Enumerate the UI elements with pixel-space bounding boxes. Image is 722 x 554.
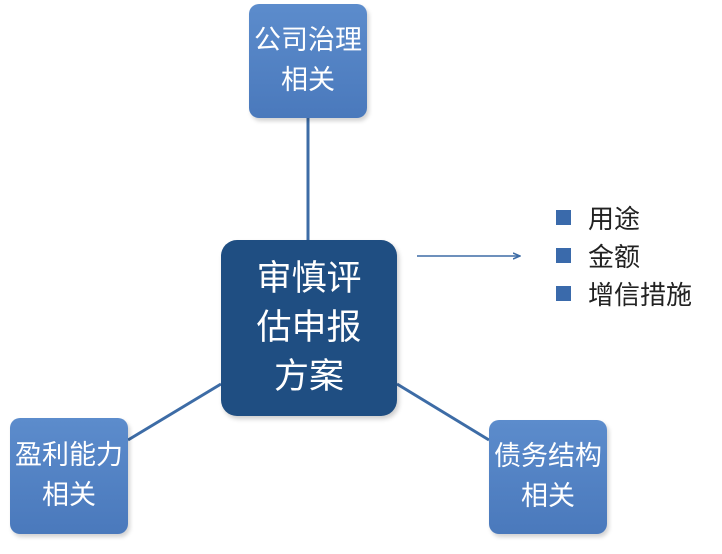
central-proposal-node: 审慎评估申报方案 — [221, 240, 397, 416]
square-bullet-icon — [556, 285, 571, 301]
connector-right — [396, 382, 490, 442]
bullet-item: 增信措施 — [556, 274, 692, 312]
connector-left — [127, 382, 222, 442]
debt-structure-node: 债务结构相关 — [489, 420, 607, 534]
profitability-label: 盈利能力相关 — [15, 440, 123, 511]
debt-structure-label: 债务结构相关 — [494, 441, 602, 512]
bullet-label: 金额 — [588, 242, 641, 273]
central-proposal-label: 审慎评估申报方案 — [256, 258, 362, 397]
corporate-governance-node: 公司治理相关 — [249, 4, 367, 118]
bullet-label: 用途 — [588, 204, 641, 235]
bullet-list: 用途 金额 增信措施 — [556, 198, 692, 312]
bullet-item: 金额 — [556, 236, 692, 274]
profitability-node: 盈利能力相关 — [10, 418, 128, 534]
square-bullet-icon — [556, 209, 571, 225]
square-bullet-icon — [556, 247, 571, 263]
corporate-governance-label: 公司治理相关 — [254, 25, 362, 96]
bullet-item: 用途 — [556, 198, 692, 236]
bullet-label: 增信措施 — [588, 280, 693, 311]
